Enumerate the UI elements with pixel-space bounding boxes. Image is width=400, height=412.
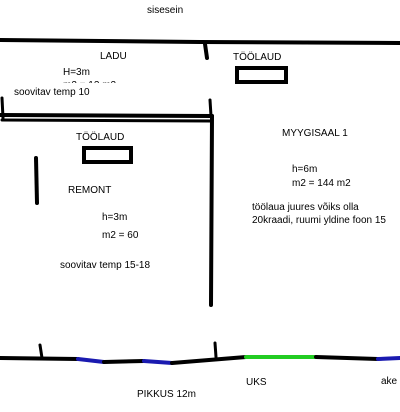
label-toolaud-left: TÖÖLAUD — [76, 131, 124, 143]
bottom-wall-segment — [102, 359, 146, 364]
label-sisesein: sisesein — [147, 5, 183, 16]
ladu-right-wall-stub — [208, 98, 213, 118]
top-wall-notch — [203, 42, 209, 60]
left-inner-wall-stub — [0, 96, 5, 120]
label-ladu-height: H=3m — [63, 67, 90, 78]
outer-top-wall — [0, 38, 400, 45]
bottom-wall-stub-left — [38, 343, 44, 360]
label-myygisaal-area: m2 = 144 m2 — [292, 178, 351, 189]
outer-bottom-wall — [0, 355, 400, 365]
label-remont-height: h=3m — [102, 212, 127, 223]
remont-top-wall — [0, 118, 214, 123]
label-pikkus: PIKKUS 12m — [137, 389, 196, 400]
window-3 — [376, 356, 400, 361]
label-myygisaal: MYYGISAAL 1 — [282, 128, 348, 139]
label-ake: ake — [381, 376, 398, 387]
walls — [0, 38, 400, 360]
ladu-bottom-wall — [0, 113, 214, 118]
label-remont: REMONT — [68, 185, 111, 196]
ladu-text-mask — [56, 83, 136, 88]
bottom-wall-segment — [314, 355, 380, 361]
remont-partition-wall — [34, 156, 39, 205]
workbench-top — [235, 66, 288, 84]
bottom-wall-segment — [0, 356, 80, 361]
window-1 — [76, 357, 106, 364]
window-2 — [142, 359, 174, 365]
workbench-left — [82, 146, 133, 164]
bottom-wall-segment — [170, 355, 248, 365]
label-ladu-temp: soovitav temp 10 — [14, 87, 90, 98]
label-uks: UKS — [246, 377, 267, 388]
label-remont-area: m2 = 60 — [102, 230, 139, 241]
label-toolaud-top: TÖÖLAUD — [233, 51, 281, 63]
label-remont-temp: soovitav temp 15-18 — [60, 260, 150, 271]
label-ladu: LADU — [100, 51, 127, 62]
bottom-wall-stub-mid — [213, 341, 218, 359]
divider-wall — [209, 114, 214, 307]
label-myygisaal-note-2: 20kraadi, ruumi yldine foon 15 — [252, 215, 386, 226]
label-myygisaal-height: h=6m — [292, 164, 317, 175]
label-myygisaal-note-1: töölaua juures võiks olla — [252, 202, 359, 213]
